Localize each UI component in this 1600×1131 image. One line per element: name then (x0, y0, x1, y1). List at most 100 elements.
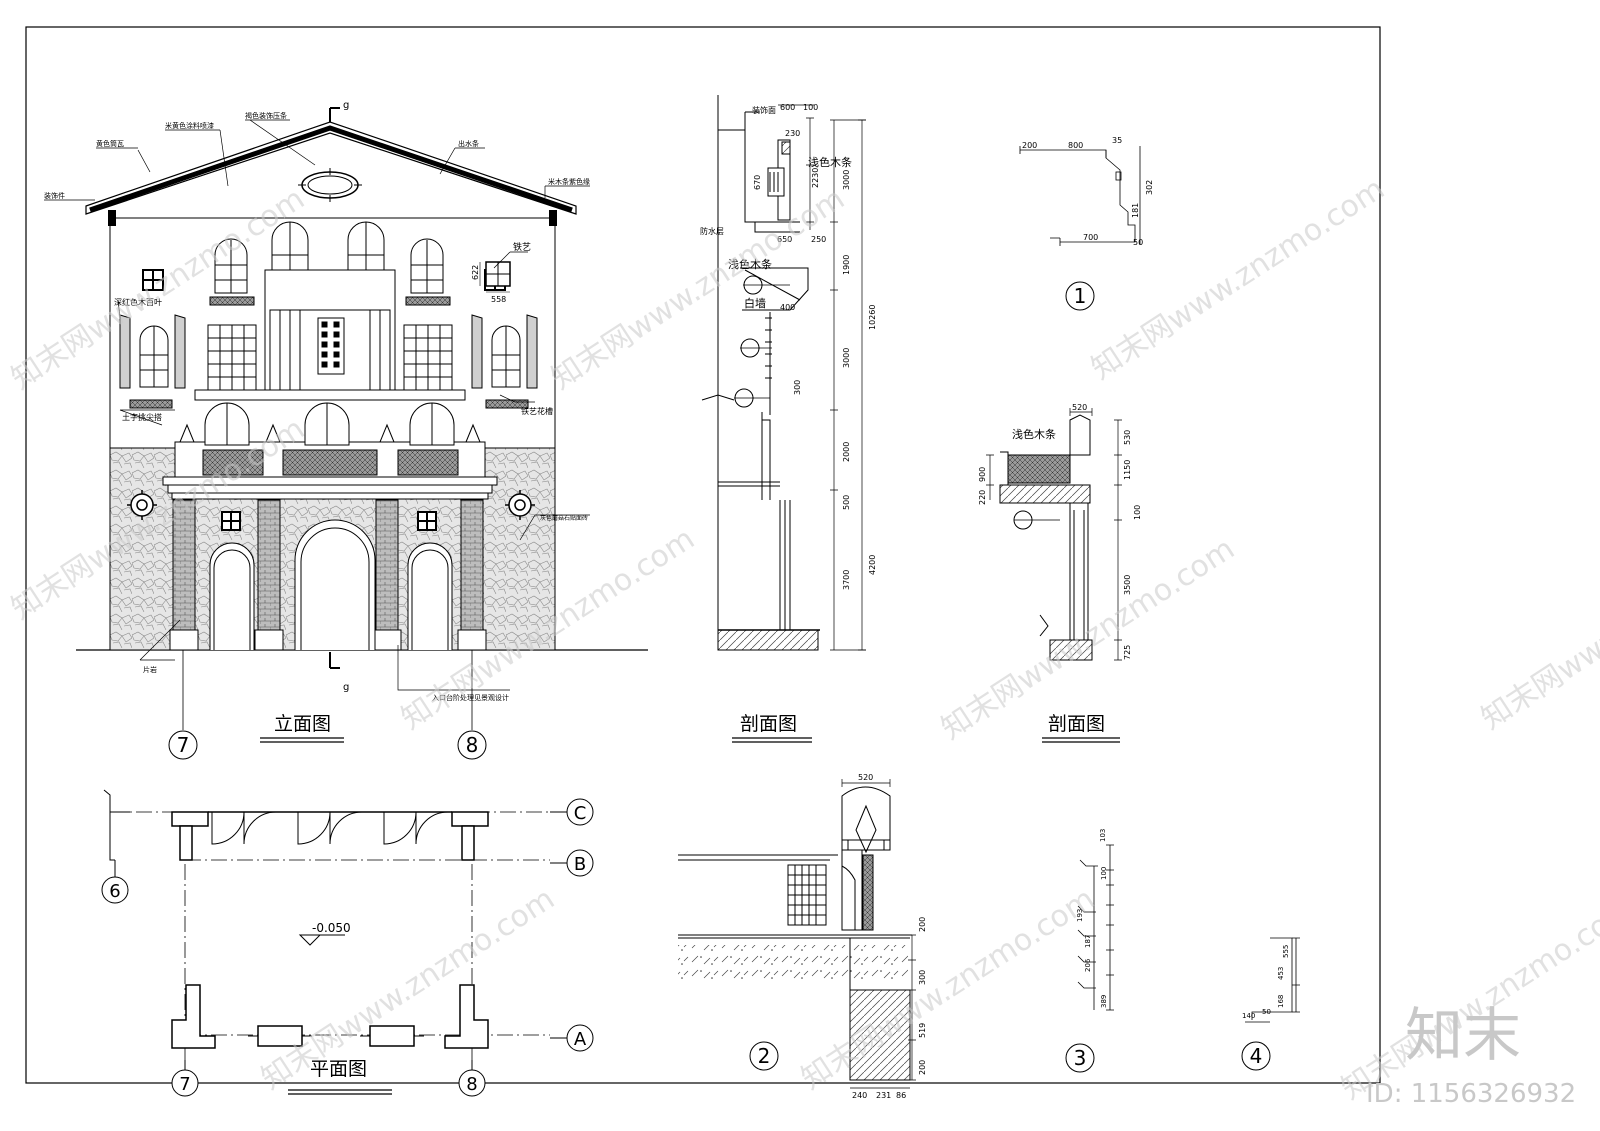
note-iron: 铁艺 (513, 241, 531, 253)
det2-dim-231: 231 (876, 1091, 891, 1100)
detail-2-bubble (749, 1041, 779, 1071)
det2-dim-520: 520 (858, 773, 873, 782)
detail-2-drawing (678, 779, 916, 1089)
secB-dim-100: 100 (1133, 505, 1142, 520)
detail-1-dims: 200 800 35 302 181 700 50 (1022, 136, 1154, 247)
det1-dim-181: 181 (1131, 203, 1140, 218)
det1-dim-200: 200 (1022, 141, 1037, 150)
detail-4-bubble (1241, 1041, 1271, 1071)
secA-dim-2000: 2000 (842, 442, 851, 462)
elev-dim-622: 622 (471, 265, 480, 280)
section-a-annotations: 装饰面 防水层 600 100 230 670 2230 650 250 300… (700, 103, 877, 590)
plan-grid-bubbles (101, 798, 594, 1097)
note-slate: 片岩 (143, 665, 157, 674)
section-b-dims: 520 530 1150 900 220 3500 725 100 (978, 403, 1142, 660)
secA-dim-10260: 10260 (868, 305, 877, 330)
note-louver: 深红色木百叶 (114, 297, 162, 307)
elevation-title: 立面图 (274, 713, 331, 735)
plan-grid-8-label: 8 (466, 1074, 477, 1095)
det3-dim-206: 206 (1084, 958, 1092, 972)
note-stone-tile: 灰色蘑菇石贴面砖 (540, 514, 588, 522)
secB-dim-900: 900 (978, 467, 987, 482)
detail-4-label: 4 (1250, 1044, 1263, 1068)
plan-title: 平面图 (310, 1058, 367, 1080)
watermark-10: 知末网www.znzmo.com (1475, 521, 1600, 736)
secB-dim-220: 220 (978, 490, 987, 505)
brand-id: ID: 1156326932 (1366, 1079, 1576, 1109)
det2-dim-519: 519 (918, 1023, 927, 1038)
section-a-title: 剖面图 (740, 713, 797, 735)
secB-dim-530: 530 (1123, 430, 1132, 445)
secA-dim-500: 500 (842, 495, 851, 510)
det2-dim-300: 300 (918, 970, 927, 985)
secA-dim-650: 650 (777, 235, 792, 244)
det1-dim-35: 35 (1112, 136, 1122, 145)
elev-dim-558: 558 (491, 295, 506, 304)
det4-dim-453: 453 (1277, 967, 1285, 980)
section-mark-top: g (343, 100, 349, 111)
detail-3-bubble (1065, 1043, 1095, 1073)
section-mark-bottom: g (343, 682, 349, 693)
secA-waterproof-note: 防水层 (700, 226, 724, 236)
detail-3-dims: 103 100 193 187 206 389 (1076, 829, 1108, 1008)
note-ornament: 装饰件 (44, 191, 65, 200)
axis-8-label: 8 (466, 733, 479, 757)
detail-3-label: 3 (1074, 1046, 1087, 1070)
plan-level: -0.050 (312, 921, 351, 935)
watermark-8: 知末网www.znzmo.com (795, 881, 1101, 1096)
det4-dim-168: 168 (1277, 995, 1285, 1008)
det2-dim-200b: 200 (918, 1060, 927, 1075)
secA-dim-3700: 3700 (842, 570, 851, 590)
axis-8-bubble (457, 730, 487, 760)
note-wood-strip: 米木条紫色缘 (548, 177, 590, 186)
section-b-title: 剖面图 (1048, 713, 1105, 735)
secA-dim-3000b: 3000 (842, 348, 851, 368)
det4-dim-555: 555 (1282, 945, 1290, 958)
secA-dim-100: 100 (803, 103, 818, 112)
ground-floor-arcade (169, 499, 487, 651)
sheet-border (25, 26, 1381, 1084)
grid-6-label: 6 (109, 881, 120, 902)
secA-dim-400: 400 (780, 303, 795, 312)
detail-1-bubble (1065, 281, 1095, 311)
section-b-drawing (986, 408, 1122, 661)
secA-label-white-wall: 白墙 (744, 296, 766, 310)
secA-dim-3000: 3000 (842, 170, 851, 190)
note-yellow-tile: 黄色筒瓦 (96, 139, 124, 148)
secA-dim-250: 250 (811, 235, 826, 244)
det4-dim-140: 140 (1242, 1012, 1255, 1020)
secB-label-wood: 浅色木条 (1012, 427, 1056, 441)
floor-plan-drawing (103, 789, 550, 1080)
detail-4-drawing (1245, 937, 1300, 1023)
det3-dim-389: 389 (1100, 995, 1108, 1008)
secA-dim-600: 600 (780, 103, 795, 112)
grid-a-label: A (574, 1029, 587, 1050)
det2-dim-86: 86 (896, 1091, 906, 1100)
secB-dim-1150: 1150 (1123, 460, 1132, 480)
det1-dim-800: 800 (1068, 141, 1083, 150)
det4-dim-50: 50 (1262, 1008, 1271, 1016)
note-brown-trim: 褐色装饰压条 (245, 111, 287, 120)
axis-7-label: 7 (177, 733, 190, 757)
det3-dim-187: 187 (1084, 935, 1092, 948)
det1-dim-700: 700 (1083, 233, 1098, 242)
grid-b-label: B (574, 854, 586, 875)
secA-dim-2230: 2230 (811, 168, 820, 188)
det3-dim-100: 100 (1100, 867, 1108, 880)
detail-2-label: 2 (758, 1044, 771, 1068)
detail-3-drawing (1077, 844, 1114, 1011)
secA-dim-1900: 1900 (842, 255, 851, 275)
secB-dim-725: 725 (1123, 645, 1132, 660)
secB-dim-3500: 3500 (1123, 575, 1132, 595)
secA-label-wood-2: 浅色木条 (728, 257, 772, 271)
watermark-9: 知末网www.znzmo.com (1335, 891, 1600, 1106)
detail-1-label: 1 (1074, 284, 1087, 308)
detail-1-drawing (1019, 146, 1141, 246)
secA-dim-670: 670 (753, 175, 762, 190)
secA-ornament-note: 装饰面 (752, 105, 776, 115)
det3-dim-193: 193 (1076, 909, 1084, 922)
det1-dim-50: 50 (1133, 238, 1143, 247)
secA-dim-230: 230 (785, 129, 800, 138)
note-drip-strip: 出水条 (458, 139, 479, 148)
